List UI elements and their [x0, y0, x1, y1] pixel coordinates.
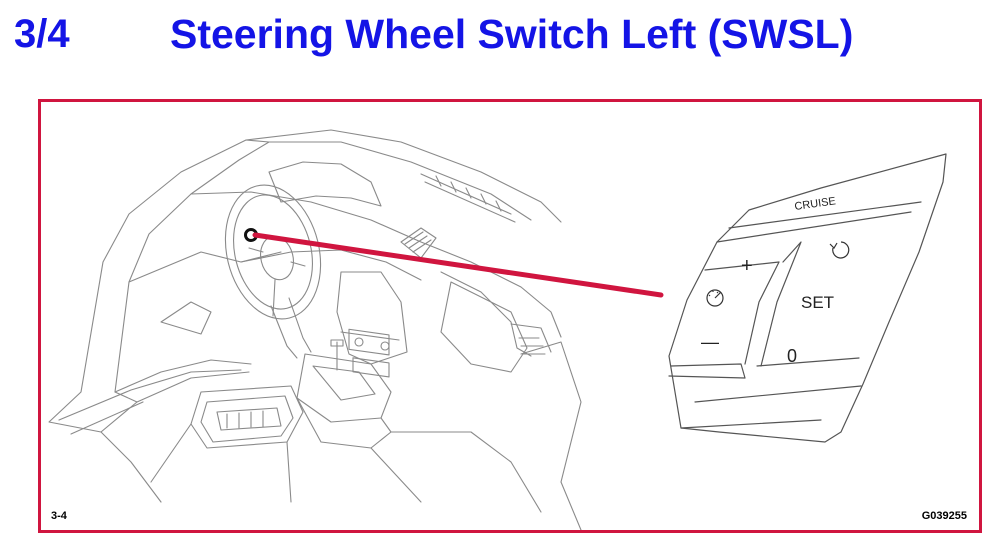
switch-housing [668, 153, 947, 443]
figure-ref: 3-4 [51, 510, 67, 522]
speedometer-icon [706, 289, 724, 307]
figure-code: G039255 [921, 510, 967, 522]
set-label: SET [801, 293, 834, 312]
plus-label: + [741, 255, 753, 277]
minus-label: — [701, 332, 719, 352]
steering-wheel [224, 184, 322, 320]
dashboard-illustration: CRUISE + — SET 0 [48, 129, 947, 530]
page-title: Steering Wheel Switch Left (SWSL) [170, 11, 854, 57]
zero-label: 0 [787, 346, 797, 366]
door-frame [48, 139, 270, 433]
switch-detail [668, 153, 947, 443]
pointer-line [252, 232, 664, 298]
figure-frame: CRUISE + — SET 0 3-4 G039255 [38, 99, 982, 533]
resume-icon [829, 241, 850, 259]
cruise-label: CRUISE [794, 195, 837, 213]
page-number: 3/4 [14, 12, 70, 56]
